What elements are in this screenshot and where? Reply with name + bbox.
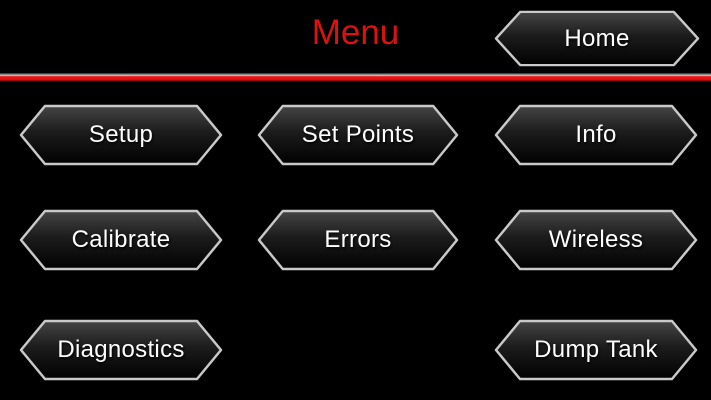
menu-button-label: Set Points xyxy=(301,121,415,148)
hexagon-shape xyxy=(19,104,223,166)
menu-button-label: Calibrate xyxy=(71,226,171,253)
menu-button-setup[interactable]: Setup xyxy=(19,104,223,166)
header-divider-line xyxy=(0,73,711,81)
menu-button-label: Info xyxy=(575,121,617,148)
hexagon-shape xyxy=(494,10,700,67)
hexagon-shape xyxy=(19,209,223,271)
hexagon-shape xyxy=(257,104,459,166)
menu-button-calibrate[interactable]: Calibrate xyxy=(19,209,223,271)
menu-button-label: Setup xyxy=(88,121,154,148)
home-button-label: Home xyxy=(564,24,630,52)
page-title: Menu xyxy=(311,13,400,52)
hexagon-shape xyxy=(257,209,459,271)
menu-button-label: Dump Tank xyxy=(534,336,658,363)
menu-button-dump-tank[interactable]: Dump Tank xyxy=(494,319,698,381)
menu-button-label: Wireless xyxy=(548,226,644,253)
home-button[interactable]: Home xyxy=(494,10,700,67)
hexagon-shape xyxy=(494,209,698,271)
menu-button-info[interactable]: Info xyxy=(494,104,698,166)
menu-button-errors[interactable]: Errors xyxy=(257,209,459,271)
menu-button-wireless[interactable]: Wireless xyxy=(494,209,698,271)
menu-button-diagnostics[interactable]: Diagnostics xyxy=(19,319,223,381)
hexagon-shape xyxy=(19,319,223,381)
menu-button-label: Diagnostics xyxy=(57,336,185,363)
menu-button-set-points[interactable]: Set Points xyxy=(257,104,459,166)
hexagon-shape xyxy=(494,319,698,381)
hexagon-shape xyxy=(494,104,698,166)
menu-button-label: Errors xyxy=(324,226,392,253)
